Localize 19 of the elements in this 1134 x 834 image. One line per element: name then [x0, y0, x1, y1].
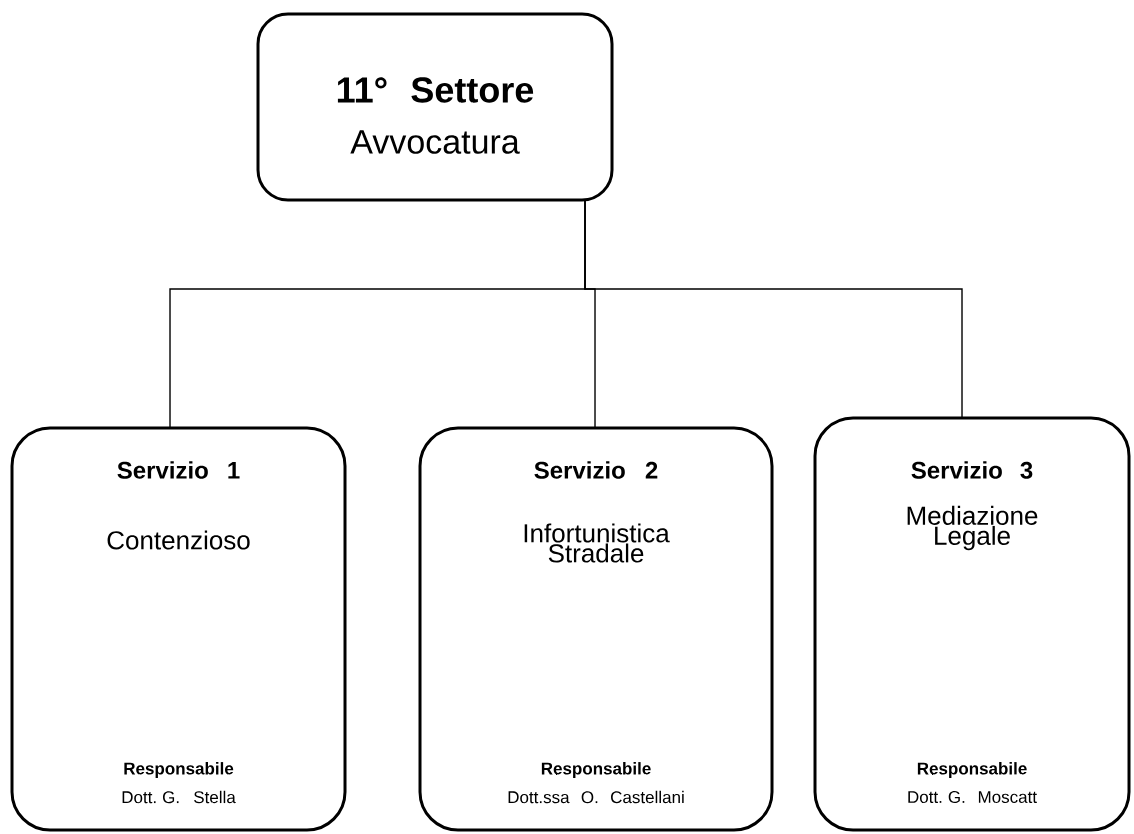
rounded-box	[813, 416, 1131, 832]
heading-text: Servizio 3	[911, 461, 1033, 479]
role-label: Responsabile	[917, 762, 1027, 778]
heading-text: Servizio 2	[534, 461, 658, 479]
role-label: Responsabile	[541, 762, 651, 778]
role-label: Responsabile	[124, 762, 234, 778]
heading-text: 11° Settore	[337, 77, 534, 103]
rounded-box	[256, 12, 614, 202]
subheading-text: Infortunistica Stradale	[524, 523, 670, 563]
person-name: Dott.ssa O. Castellani	[508, 790, 684, 804]
person-name: Dott. G. Stella	[122, 790, 236, 804]
person-name: Dott. G. Moscatt	[908, 791, 1037, 803]
rounded-box	[418, 426, 774, 832]
subheading-text: Avvocatura	[350, 130, 520, 154]
subheading-text: Mediazione Legale	[907, 505, 1038, 551]
heading-text: Servizio 1	[117, 461, 240, 479]
connector-line	[584, 200, 963, 418]
subheading-text: Contenzioso	[107, 530, 250, 550]
rounded-box	[10, 426, 347, 832]
